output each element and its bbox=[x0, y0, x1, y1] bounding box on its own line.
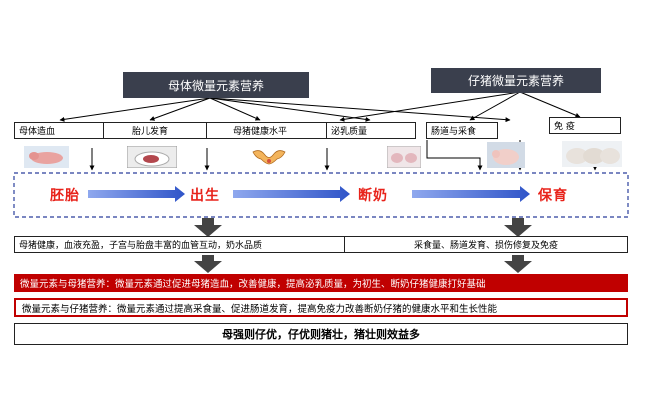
outcome-piglet: 采食量、肠道发育、损伤修复及免疫 bbox=[413, 241, 558, 251]
piglet-nutrition-header: 仔猪微量元素营养 bbox=[431, 68, 601, 93]
category-maternal-hematopoiesis: 母体造血 bbox=[14, 122, 104, 139]
category-sow-health: 母猪健康水平 bbox=[206, 122, 327, 139]
uterus-icon bbox=[252, 150, 286, 165]
piglets-image bbox=[562, 141, 622, 167]
category-gut-and-feeding: 肠道与采食 bbox=[426, 122, 498, 139]
stage-flow-arrows bbox=[88, 186, 530, 202]
category-immunity: 免 疫 bbox=[549, 117, 621, 134]
piglet-branch-arrows bbox=[339, 91, 581, 122]
maternal-nutrition-header: 母体微量元素营养 bbox=[123, 72, 309, 98]
maternal-branch-arrows bbox=[59, 97, 511, 123]
result-down-arrows bbox=[194, 218, 532, 273]
outcome-sow: 母猪健康，血液充盈，子宫与胎盘丰富的血管互动，奶水品质 bbox=[15, 237, 345, 252]
stage-embryo: 胚胎 bbox=[50, 188, 80, 204]
fetus-image bbox=[127, 146, 177, 168]
stage-weaning: 断奶 bbox=[358, 188, 388, 204]
milk-image bbox=[387, 146, 421, 168]
piglet-image bbox=[487, 142, 525, 168]
category-lactation-quality: 泌乳质量 bbox=[326, 122, 416, 139]
piglet-summary-bar: 微量元素与仔猪营养：微量元素通过提高采食量、促进肠道发育，提高免疫力改善断奶仔猪… bbox=[14, 298, 628, 317]
stage-nursery: 保育 bbox=[538, 188, 568, 204]
stage-birth: 出生 bbox=[190, 188, 220, 204]
motto-box: 母强则仔优，仔优则猪壮，猪壮则效益多 bbox=[14, 323, 628, 345]
category-fetal-development: 胎儿发育 bbox=[103, 122, 207, 139]
maternal-summary-bar: 微量元素与母猪营养：微量元素通过促进母猪造血，改善健康，提高泌乳质量，为初生、断… bbox=[14, 274, 628, 292]
embryo-image bbox=[24, 146, 69, 168]
outcome-row: 母猪健康，血液充盈，子宫与胎盘丰富的血管互动，奶水品质 采食量、肠道发育、损伤修… bbox=[14, 236, 628, 253]
